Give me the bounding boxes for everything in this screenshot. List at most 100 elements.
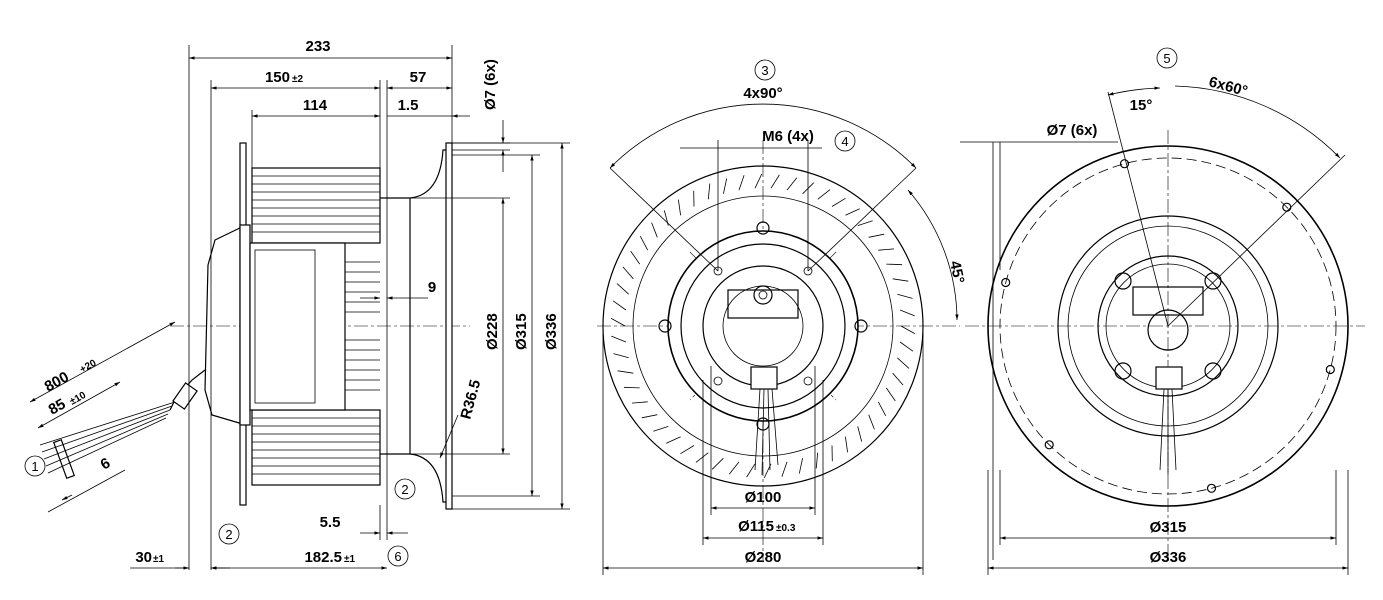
blade-tick <box>617 370 634 374</box>
motor-flange <box>667 230 859 422</box>
dim-dia-336-rear: Ø336 <box>1150 549 1187 566</box>
blade-tick <box>680 445 695 455</box>
terminal-box-rear <box>1132 286 1204 316</box>
blade-tick <box>885 387 896 402</box>
dim-angle-45: 45° <box>946 259 967 285</box>
blade-tick <box>641 414 658 419</box>
dim-dia-315-rear: Ø315 <box>1150 519 1187 536</box>
blade-tick <box>639 236 649 251</box>
motor-housing-back <box>204 224 247 426</box>
mounting-hole <box>1001 277 1011 288</box>
blade-tick <box>817 189 831 200</box>
blade-tick <box>754 173 763 189</box>
dim-dia-115: Ø115 <box>738 518 774 535</box>
blade-tick <box>623 386 640 389</box>
bolt-circle <box>999 157 1337 495</box>
dim-length-182: 182.5 <box>304 549 342 566</box>
blade-tick <box>695 452 709 463</box>
dim-offset-30-tol: ±1 <box>153 554 164 565</box>
callout-5: 5 <box>1156 47 1178 69</box>
dim-length-114: 114 <box>303 97 328 114</box>
blade-tick <box>877 401 887 416</box>
center-bolt <box>753 285 773 305</box>
mounting-hole <box>1325 364 1335 375</box>
inlet-nozzle-bottom <box>380 453 448 503</box>
blade-tick <box>678 199 681 216</box>
dim-dia-280: Ø280 <box>745 549 782 566</box>
blade-tick <box>868 414 875 430</box>
dim-length-150-tol: ±2 <box>292 74 303 85</box>
dim-angle-4x90: 4x90° <box>743 85 782 102</box>
blade-tick <box>900 325 915 334</box>
blade-tick <box>857 426 863 442</box>
dim-dia-315: Ø315 <box>513 313 530 350</box>
dim-thread: M6 (4x) <box>762 128 814 145</box>
blade-tick <box>897 293 913 299</box>
inlet-ring <box>445 142 453 510</box>
dim-cable-85-tol: ±10 <box>68 390 88 408</box>
blade-tick <box>857 220 873 226</box>
dim-length-150: 150 <box>265 69 290 86</box>
blade-tick <box>616 283 629 295</box>
dim-hole-dia: Ø7 (6x) <box>482 59 499 110</box>
dim-hole-dia-rear: Ø7 (6x) <box>1047 122 1098 139</box>
motor-body <box>249 242 346 411</box>
callout-1: 1 <box>24 455 46 477</box>
blade-tick <box>611 335 627 343</box>
blade-tick <box>798 458 803 474</box>
dim-angle-15: 15° <box>1130 97 1153 114</box>
blade-tick <box>899 309 915 317</box>
dim-radius: R36.5 <box>457 378 484 421</box>
blade-tick <box>892 278 909 282</box>
callout-4: 4 <box>834 130 856 152</box>
blade-tick <box>728 461 740 475</box>
svg-text:2: 2 <box>401 482 408 497</box>
inlet-ring-outline <box>987 145 1349 507</box>
dim-offset-5-5: 5.5 <box>320 514 341 531</box>
svg-text:4: 4 <box>841 134 848 149</box>
blade-tick <box>815 452 819 469</box>
svg-text:1: 1 <box>31 459 38 474</box>
dim-angle-6x60: 6x60° <box>1207 73 1249 100</box>
callout-6: 6 <box>387 545 409 567</box>
callout-2-right: 2 <box>394 478 416 500</box>
dim-cable-800: 800 <box>42 368 72 395</box>
dim-offset-1-5: 1.5 <box>398 97 419 114</box>
dim-offset-30: 30 <box>135 549 152 566</box>
terminal-box <box>727 289 799 319</box>
callout-2-left: 2 <box>218 523 240 545</box>
blade-tick <box>892 372 904 386</box>
dim-cable-800-tol: +20 <box>78 358 99 376</box>
rear-view: Ø7 (6x) 15° 6x60° 5 Ø315 Ø336 <box>960 47 1365 575</box>
side-view: 233 150 ±2 57 114 1.5 Ø7 (6x) Ø228 Ø315 … <box>24 38 570 570</box>
blade-tick <box>611 318 626 327</box>
blade-tick <box>845 208 860 216</box>
blade-tick <box>653 426 669 432</box>
svg-text:2: 2 <box>225 527 232 542</box>
dim-cable-85: 85 <box>46 396 69 419</box>
blade-tick <box>868 233 885 238</box>
dim-length-57: 57 <box>410 69 427 86</box>
dim-dia-228: Ø228 <box>484 313 501 350</box>
mounting-hole <box>1119 159 1130 169</box>
blade-tick <box>630 250 641 265</box>
blade-tick <box>770 174 780 189</box>
svg-text:5: 5 <box>1163 51 1170 66</box>
dim-length-182-tol: ±1 <box>344 554 355 565</box>
blade-tick <box>723 178 728 194</box>
dim-dia-115-tol: ±0.3 <box>776 523 796 534</box>
dim-cable-6: 6 <box>98 455 114 474</box>
mounting-holes <box>1001 159 1335 493</box>
front-view: 4x90° 3 M6 (4x) 4 45° Ø100 Ø115 ±0.3 Ø28… <box>597 59 967 575</box>
blade-tick <box>631 401 648 404</box>
blade-tick <box>781 461 788 477</box>
dim-dia-336: Ø336 <box>543 313 560 350</box>
impeller-blades <box>611 173 915 479</box>
blade-tick <box>899 341 914 352</box>
mounting-hole <box>1044 440 1054 450</box>
blade-tick <box>711 457 724 470</box>
mounting-hole <box>1206 483 1217 493</box>
svg-text:3: 3 <box>761 63 768 78</box>
blade-tick <box>707 183 711 200</box>
